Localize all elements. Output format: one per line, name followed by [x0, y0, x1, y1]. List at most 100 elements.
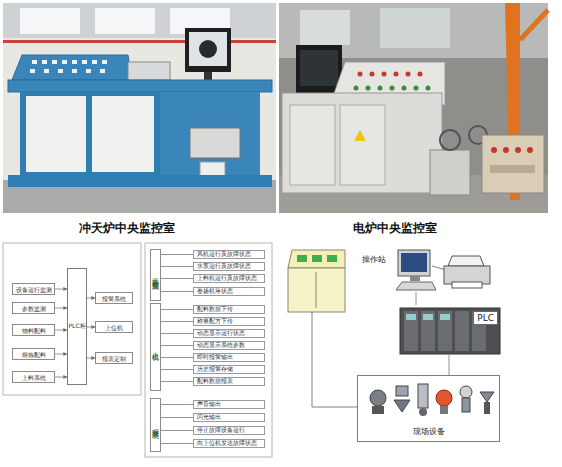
diagram-frame	[145, 243, 272, 457]
computer-symbol-part	[410, 276, 420, 281]
field-device-symbols-part	[460, 386, 472, 398]
cupola-photo-part-part	[58, 69, 63, 73]
console-symbol-part	[327, 255, 337, 262]
field-device-symbols-part	[480, 392, 494, 402]
connector	[161, 333, 193, 334]
cupola-photo-part	[12, 55, 132, 80]
node-text: 参数监测	[22, 305, 46, 312]
function-box: 停止故障设备运行	[193, 426, 265, 435]
cupola-photo-part	[95, 8, 155, 34]
electric-furnace-photo-part-part	[354, 86, 359, 91]
electric-furnace-photo-part	[430, 150, 470, 195]
connector	[161, 291, 193, 292]
wire	[312, 312, 357, 407]
electric-furnace-photo-part-part	[515, 147, 521, 153]
console-symbol-part	[297, 255, 307, 262]
plc-rack	[400, 308, 500, 354]
electric-furnace-photo-part-part	[402, 86, 407, 91]
plc-rack-part	[455, 311, 469, 351]
plc-rack-part	[423, 314, 433, 320]
node-text: 物料配料	[22, 327, 46, 334]
connector	[449, 355, 450, 375]
computer-symbol-part	[398, 250, 430, 276]
cupola-photo-part-part	[102, 60, 107, 64]
node-text: 动态显示系统参数	[197, 342, 245, 349]
cupola-photo-part	[185, 28, 231, 72]
node-text: 称量配方下传	[197, 318, 233, 325]
electric-furnace-photo-part-part	[418, 72, 423, 77]
node-text: 报警系统	[151, 423, 161, 427]
electric-furnace-photo-part-part	[358, 72, 363, 77]
output-box: 报警系统	[95, 292, 133, 304]
electric-furnace-photo-part-part	[503, 147, 509, 153]
node-text: 卷扬机等状态	[197, 288, 233, 295]
cupola-photo-part	[199, 40, 217, 58]
cupola-photo-part	[189, 32, 227, 66]
plc-rack-part	[404, 311, 418, 351]
node-text: 现场设备	[413, 426, 445, 437]
node-text: 声音输出	[197, 401, 221, 408]
node-text: 水泵运行及故障状态	[197, 263, 251, 270]
node-text: 停止故障设备运行	[197, 427, 245, 434]
printer-symbol-part	[452, 282, 482, 288]
node-text: 闪光输出	[197, 414, 221, 421]
field-devices-box: 现场设备	[357, 375, 500, 442]
function-box: 配料数据报表	[193, 377, 265, 386]
field-device-symbols-part	[418, 384, 428, 408]
connector	[161, 443, 193, 444]
electric-furnace-photo-part-part	[382, 72, 387, 77]
cupola-photo-part	[26, 96, 86, 172]
node-text: 上料系统	[22, 374, 46, 381]
cupola-photo-part	[20, 92, 160, 177]
cupola-photo-part	[92, 96, 154, 172]
cupola-photo-part-part	[30, 69, 35, 73]
connector	[161, 369, 193, 370]
connector	[161, 309, 193, 310]
node-text: 报警系统	[102, 295, 126, 302]
connector	[161, 357, 193, 358]
plc-rack-part	[440, 314, 450, 320]
connector	[161, 417, 193, 418]
electric-furnace-photo-part	[520, 10, 548, 40]
electric-furnace-photo-part	[482, 135, 544, 193]
cupola-photo-part	[20, 8, 80, 34]
electric-furnace-photo-part	[354, 130, 366, 141]
node-text: 动态显示运行状态	[197, 330, 245, 337]
electric-furnace-photo-part	[296, 45, 342, 93]
electric-furnace-photo-part-part	[527, 147, 533, 153]
function-box: 配料数据下传	[193, 305, 265, 314]
electric-furnace-photo-part	[380, 8, 450, 48]
node-text: 上位机	[105, 324, 123, 331]
connector	[161, 404, 193, 405]
electric-furnace-photo-part	[354, 86, 431, 91]
plc-rack-node: PLC	[398, 305, 500, 355]
console-symbol-part	[312, 255, 322, 262]
console-symbol-part	[288, 250, 345, 268]
connector	[161, 430, 193, 431]
field-device-symbols	[370, 384, 494, 416]
console-symbol	[288, 250, 345, 312]
connector	[161, 345, 193, 346]
electric-furnace-photo-part-part	[378, 86, 383, 91]
function-box: 历史报警存储	[193, 365, 265, 374]
plc-rack-part	[421, 311, 435, 351]
electric-furnace-photo-part	[491, 147, 533, 153]
field-device-symbols-part	[440, 406, 448, 414]
cupola-photo-part-part	[100, 69, 105, 73]
connector	[55, 354, 67, 355]
cupola-photo-part	[128, 62, 170, 80]
electric-furnace-photo-part-part	[491, 147, 497, 153]
node-text: 历史报警存储	[197, 366, 233, 373]
node-text: 配料数据下传	[197, 306, 233, 313]
printer-symbol-part	[444, 266, 490, 284]
cupola-photo-part	[30, 60, 107, 73]
electric-furnace-photo-part	[440, 130, 460, 150]
electric-furnace-photo-part	[340, 105, 385, 185]
photo-caption: 冲天炉中央监控室	[79, 220, 175, 237]
node-text: 上料机运行及故障状态	[197, 275, 257, 282]
field-device-symbols-part	[419, 408, 427, 416]
electric-furnace-photo-part	[282, 93, 442, 193]
cupola-photo-part	[160, 92, 260, 177]
plc-cabinet-box: PLC柜	[67, 268, 87, 385]
